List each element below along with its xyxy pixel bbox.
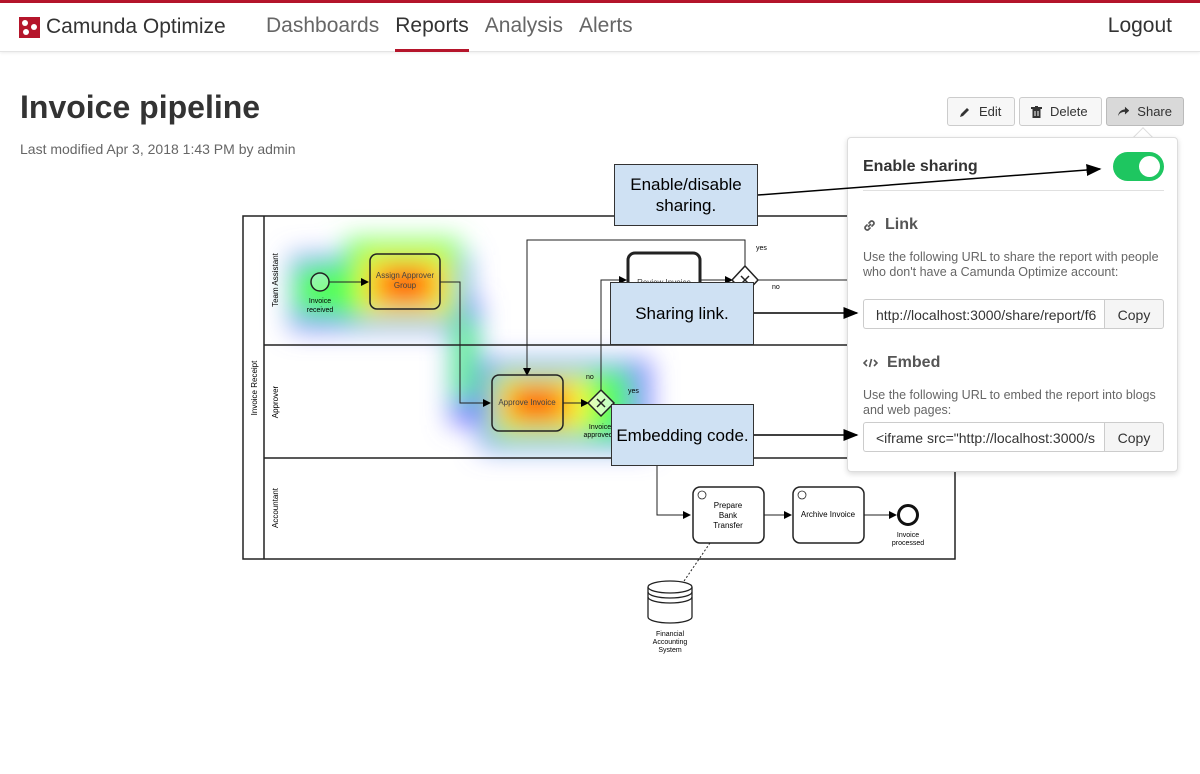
heatmap-overlay bbox=[290, 240, 650, 450]
lane-team-assistant: Team Assistant bbox=[271, 252, 280, 307]
brand[interactable]: Camunda Optimize bbox=[19, 15, 226, 39]
delete-button[interactable]: Delete bbox=[1019, 97, 1102, 126]
copy-link-button[interactable]: Copy bbox=[1104, 299, 1164, 329]
code-icon bbox=[863, 358, 878, 368]
last-modified: Last modified Apr 3, 2018 1:43 PM by adm… bbox=[20, 141, 296, 157]
share-popover: Enable sharing Link Use the following UR… bbox=[847, 137, 1178, 472]
page-title: Invoice pipeline bbox=[20, 89, 261, 125]
task-approve-label: Approve Invoice bbox=[498, 398, 556, 407]
callout-sharing-link: Sharing link. bbox=[610, 282, 754, 345]
embed-title: Embed bbox=[887, 354, 941, 371]
pencil-icon bbox=[960, 107, 969, 117]
enable-sharing-toggle[interactable] bbox=[1113, 152, 1164, 181]
trash-icon bbox=[1031, 105, 1042, 118]
app-header: Camunda Optimize Dashboards Reports Anal… bbox=[0, 3, 1200, 52]
edit-button[interactable]: Edit bbox=[947, 97, 1015, 126]
logout-link[interactable]: Logout bbox=[1107, 14, 1172, 37]
callout-enable-sharing: Enable/disable sharing. bbox=[614, 164, 758, 226]
link-title: Link bbox=[885, 216, 918, 233]
share-label: Share bbox=[1137, 104, 1172, 119]
lane-approver: Approver bbox=[271, 385, 280, 418]
share-link-input[interactable]: http://localhost:3000/share/report/f6 bbox=[863, 299, 1104, 329]
toggle-knob bbox=[1139, 156, 1160, 177]
label-no-review: no bbox=[772, 284, 780, 291]
datastore-icon[interactable] bbox=[647, 580, 693, 624]
brand-name: Camunda Optimize bbox=[46, 15, 226, 38]
nav-analysis[interactable]: Analysis bbox=[484, 14, 563, 37]
main-nav: Dashboards Reports Analysis Alerts bbox=[266, 3, 649, 52]
label-yes-approved: yes bbox=[628, 388, 639, 395]
share-button[interactable]: Share bbox=[1106, 97, 1184, 126]
link-description: Use the following URL to share the repor… bbox=[863, 250, 1159, 279]
enable-sharing-label: Enable sharing bbox=[863, 158, 978, 175]
end-event[interactable] bbox=[897, 504, 919, 526]
delete-label: Delete bbox=[1050, 104, 1088, 119]
share-arrow-icon bbox=[1118, 106, 1130, 117]
link-icon bbox=[864, 219, 875, 231]
nav-alerts[interactable]: Alerts bbox=[578, 14, 633, 37]
link-section-title: Link bbox=[863, 216, 918, 234]
callout-embedding-code: Embedding code. bbox=[611, 404, 754, 466]
embed-section-title: Embed bbox=[863, 354, 940, 372]
pool-label: Invoice Receipt bbox=[250, 360, 259, 415]
copy-embed-button[interactable]: Copy bbox=[1104, 422, 1164, 452]
brand-accent-bar bbox=[0, 0, 1200, 3]
nav-reports[interactable]: Reports bbox=[395, 3, 469, 52]
divider bbox=[863, 190, 1164, 191]
label-no-approved: no bbox=[586, 374, 594, 381]
lane-accountant: Accountant bbox=[271, 487, 280, 528]
label-yes-review: yes bbox=[756, 245, 767, 252]
embed-description: Use the following URL to embed the repor… bbox=[863, 388, 1156, 417]
nav-dashboards[interactable]: Dashboards bbox=[266, 14, 380, 37]
task-archive-label: Archive Invoice bbox=[801, 510, 856, 519]
edit-label: Edit bbox=[979, 104, 1002, 119]
camunda-logo-icon bbox=[19, 16, 40, 38]
embed-code-input[interactable]: <iframe src="http://localhost:3000/s bbox=[863, 422, 1104, 452]
